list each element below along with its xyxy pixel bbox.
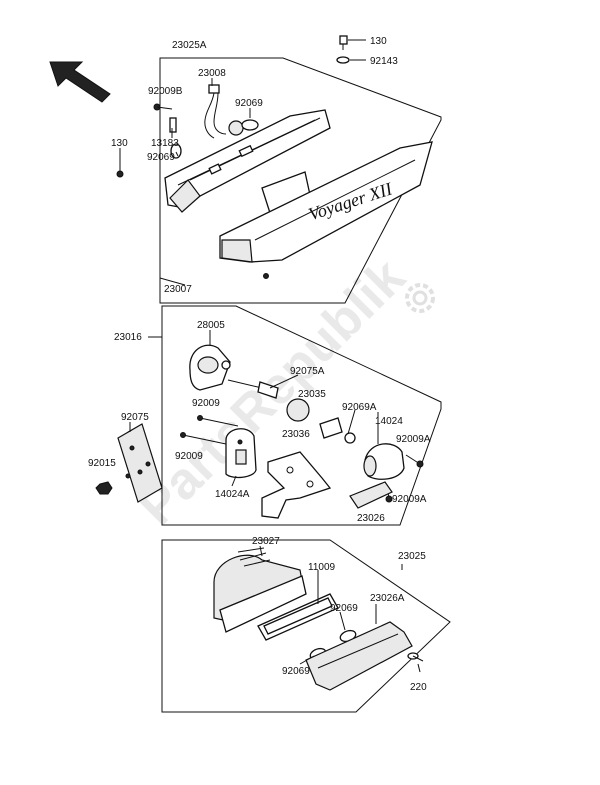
label-23008: 23008 (198, 68, 226, 79)
front-direction-arrow-icon (49, 61, 111, 103)
socket-23035 (286, 398, 356, 444)
leader-lines (119, 39, 421, 673)
license-bracket (261, 451, 332, 519)
section-23025 (161, 539, 451, 713)
part-labels: 130 92143 23025A 92009B 23008 92069 1318… (88, 36, 431, 693)
label-92069-a: 92069 (235, 98, 263, 109)
label-28005: 28005 (197, 320, 225, 331)
housing-23027 (213, 547, 307, 633)
label-23036: 23036 (282, 429, 310, 440)
bolts-92009 (180, 415, 239, 445)
label-92009-b: 92009 (175, 451, 203, 462)
tail-housing-23007 (164, 109, 331, 213)
lens-14024 (363, 443, 405, 480)
label-92015: 92015 (88, 458, 116, 469)
label-92075A: 92075A (290, 366, 325, 377)
label-11009: 11009 (308, 562, 336, 573)
label-92069-b: 92069 (147, 152, 175, 163)
label-23025: 23025 (398, 551, 426, 562)
label-130-top: 130 (370, 36, 387, 47)
holder-28005 (189, 344, 231, 391)
lens-23026A (305, 621, 413, 691)
label-23025A: 23025A (172, 40, 207, 51)
label-14024: 14024 (375, 416, 403, 427)
label-92009A-b: 92009A (392, 494, 427, 505)
label-92069A: 92069A (342, 402, 377, 413)
label-130-left: 130 (111, 138, 128, 149)
section-23016 (95, 305, 442, 526)
bulb-92069-upper (170, 143, 182, 159)
label-23027: 23027 (252, 536, 280, 547)
gear-logo-icon (405, 283, 435, 313)
label-92143: 92143 (370, 56, 398, 67)
plate-92075 (117, 423, 163, 503)
label-92069-d: 92069 (282, 666, 310, 677)
label-92069-c: 92069 (330, 603, 358, 614)
label-13183: 13183 (151, 138, 179, 149)
label-23026: 23026 (357, 513, 385, 524)
label-23035: 23035 (298, 389, 326, 400)
wire-92075A (227, 379, 263, 389)
label-14024A: 14024A (215, 489, 250, 500)
reflector-23026 (349, 481, 393, 509)
label-23016: 23016 (114, 332, 142, 343)
label-220: 220 (410, 682, 427, 693)
label-92009B: 92009B (148, 86, 183, 97)
label-92075: 92075 (121, 412, 149, 423)
screw-92009B (153, 103, 173, 111)
base-14024A (225, 428, 257, 479)
screw-top (336, 35, 350, 64)
label-92009A-a: 92009A (396, 434, 431, 445)
socket-wire-23008 (204, 84, 259, 139)
label-23026A: 23026A (370, 593, 405, 604)
nut-92015 (95, 481, 113, 495)
screw-13183 (169, 117, 177, 133)
label-92009: 92009 (192, 398, 220, 409)
screw-220 (407, 652, 424, 662)
label-23007: 23007 (164, 284, 192, 295)
section-23025A: Voyager XII (116, 35, 442, 304)
screw-lower (263, 273, 269, 279)
